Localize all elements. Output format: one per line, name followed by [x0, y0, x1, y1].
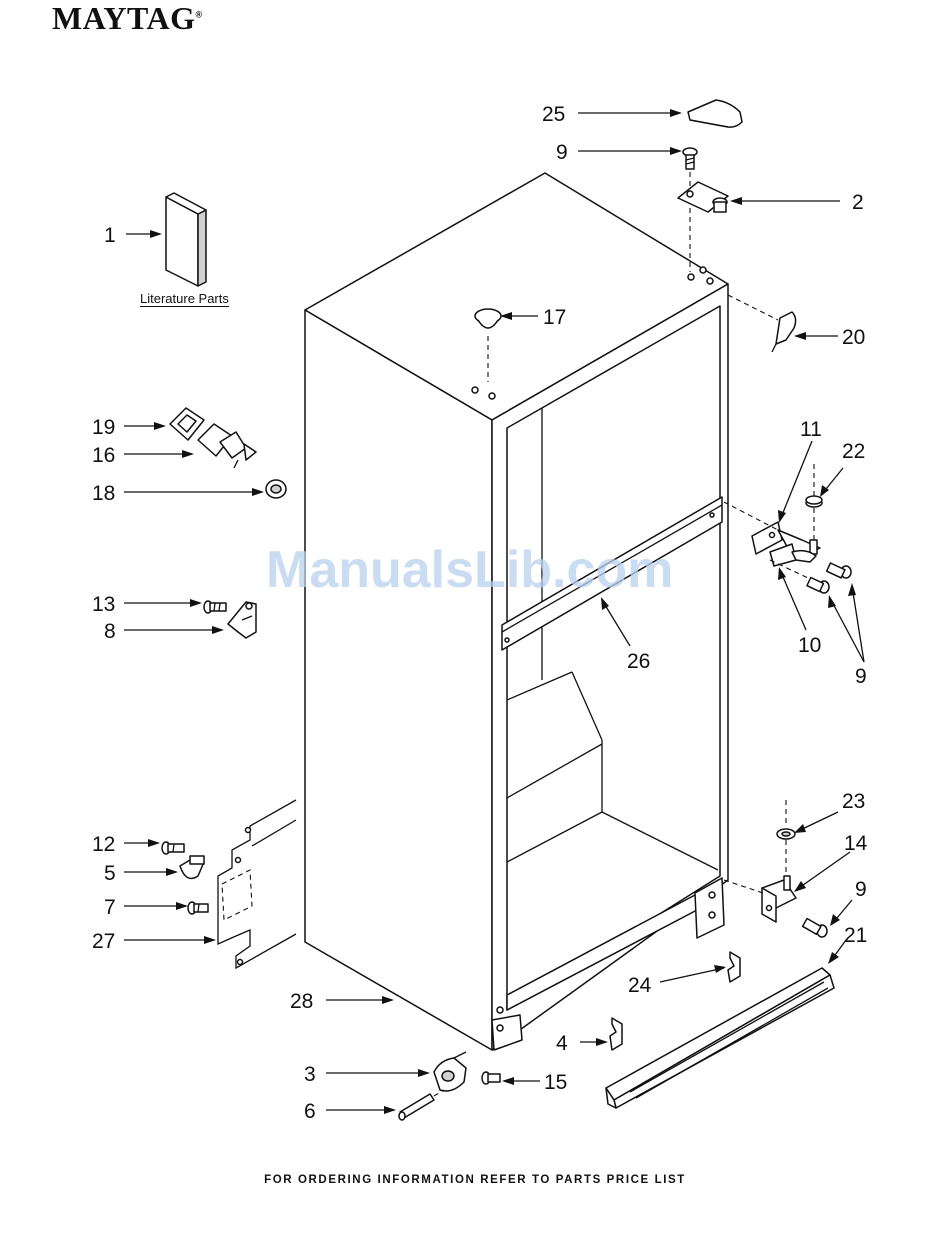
gasket-part-19 — [170, 408, 204, 440]
callout-18: 18 — [92, 482, 115, 505]
screw-part-12 — [162, 842, 184, 854]
callout-10: 10 — [798, 634, 821, 657]
screw-part-7 — [188, 902, 208, 914]
callout-22: 22 — [842, 440, 865, 463]
washer-part-23 — [777, 800, 795, 880]
callout-26: 26 — [627, 650, 650, 673]
footer-ordering-note: FOR ORDERING INFORMATION REFER TO PARTS … — [0, 1174, 950, 1186]
callout-7: 7 — [104, 896, 116, 919]
callout-11: 11 — [800, 418, 822, 441]
callout-13: 13 — [92, 593, 115, 616]
callout-25: 25 — [542, 103, 565, 126]
clip-part-20 — [728, 295, 796, 352]
cabinet-part-28 — [305, 173, 728, 1050]
clip-part-24 — [728, 952, 740, 982]
screws-part-9-right — [807, 563, 851, 593]
bracket-part-8 — [228, 602, 256, 638]
literature-parts-label: Literature Parts — [140, 292, 229, 307]
pin-part-6 — [399, 1090, 444, 1120]
callout-6: 6 — [304, 1100, 316, 1123]
callout-9-lower: 9 — [855, 878, 867, 901]
washer-part-22 — [806, 464, 822, 540]
callout-1: 1 — [104, 224, 116, 247]
callout-5: 5 — [104, 862, 116, 885]
screw-part-15 — [482, 1072, 500, 1084]
callout-24: 24 — [628, 974, 652, 997]
callout-21: 21 — [844, 924, 867, 947]
leveler-bracket-part-3 — [434, 1052, 466, 1091]
callout-16: 16 — [92, 444, 115, 467]
callout-28: 28 — [290, 990, 313, 1013]
callout-8: 8 — [104, 620, 116, 643]
callout-4: 4 — [556, 1032, 568, 1055]
bushing-part-18 — [266, 480, 286, 498]
callout-9-right: 9 — [855, 665, 867, 688]
clip-part-4 — [610, 1018, 622, 1050]
callout-3: 3 — [304, 1063, 316, 1086]
literature-book-part-1 — [166, 193, 206, 286]
callout-27: 27 — [92, 930, 115, 953]
screw-part-9-top — [683, 148, 697, 272]
clamp-part-5 — [180, 856, 204, 878]
back-bracket-part-27 — [218, 800, 296, 968]
callout-2: 2 — [852, 191, 864, 214]
top-hinge-part-2 — [678, 182, 728, 212]
callout-12: 12 — [92, 833, 115, 856]
top-cap-part-25 — [688, 100, 742, 127]
lower-hinge-part-14 — [762, 876, 796, 922]
callout-9-top: 9 — [556, 141, 568, 164]
screw-part-9-lower — [803, 919, 827, 937]
callout-19: 19 — [92, 416, 115, 439]
callout-17: 17 — [543, 306, 566, 329]
callout-15: 15 — [544, 1071, 567, 1094]
screw-part-13 — [204, 601, 226, 613]
door-stop-part-16 — [198, 424, 256, 468]
callout-14: 14 — [844, 832, 868, 855]
callout-23: 23 — [842, 790, 865, 813]
callout-20: 20 — [842, 326, 865, 349]
